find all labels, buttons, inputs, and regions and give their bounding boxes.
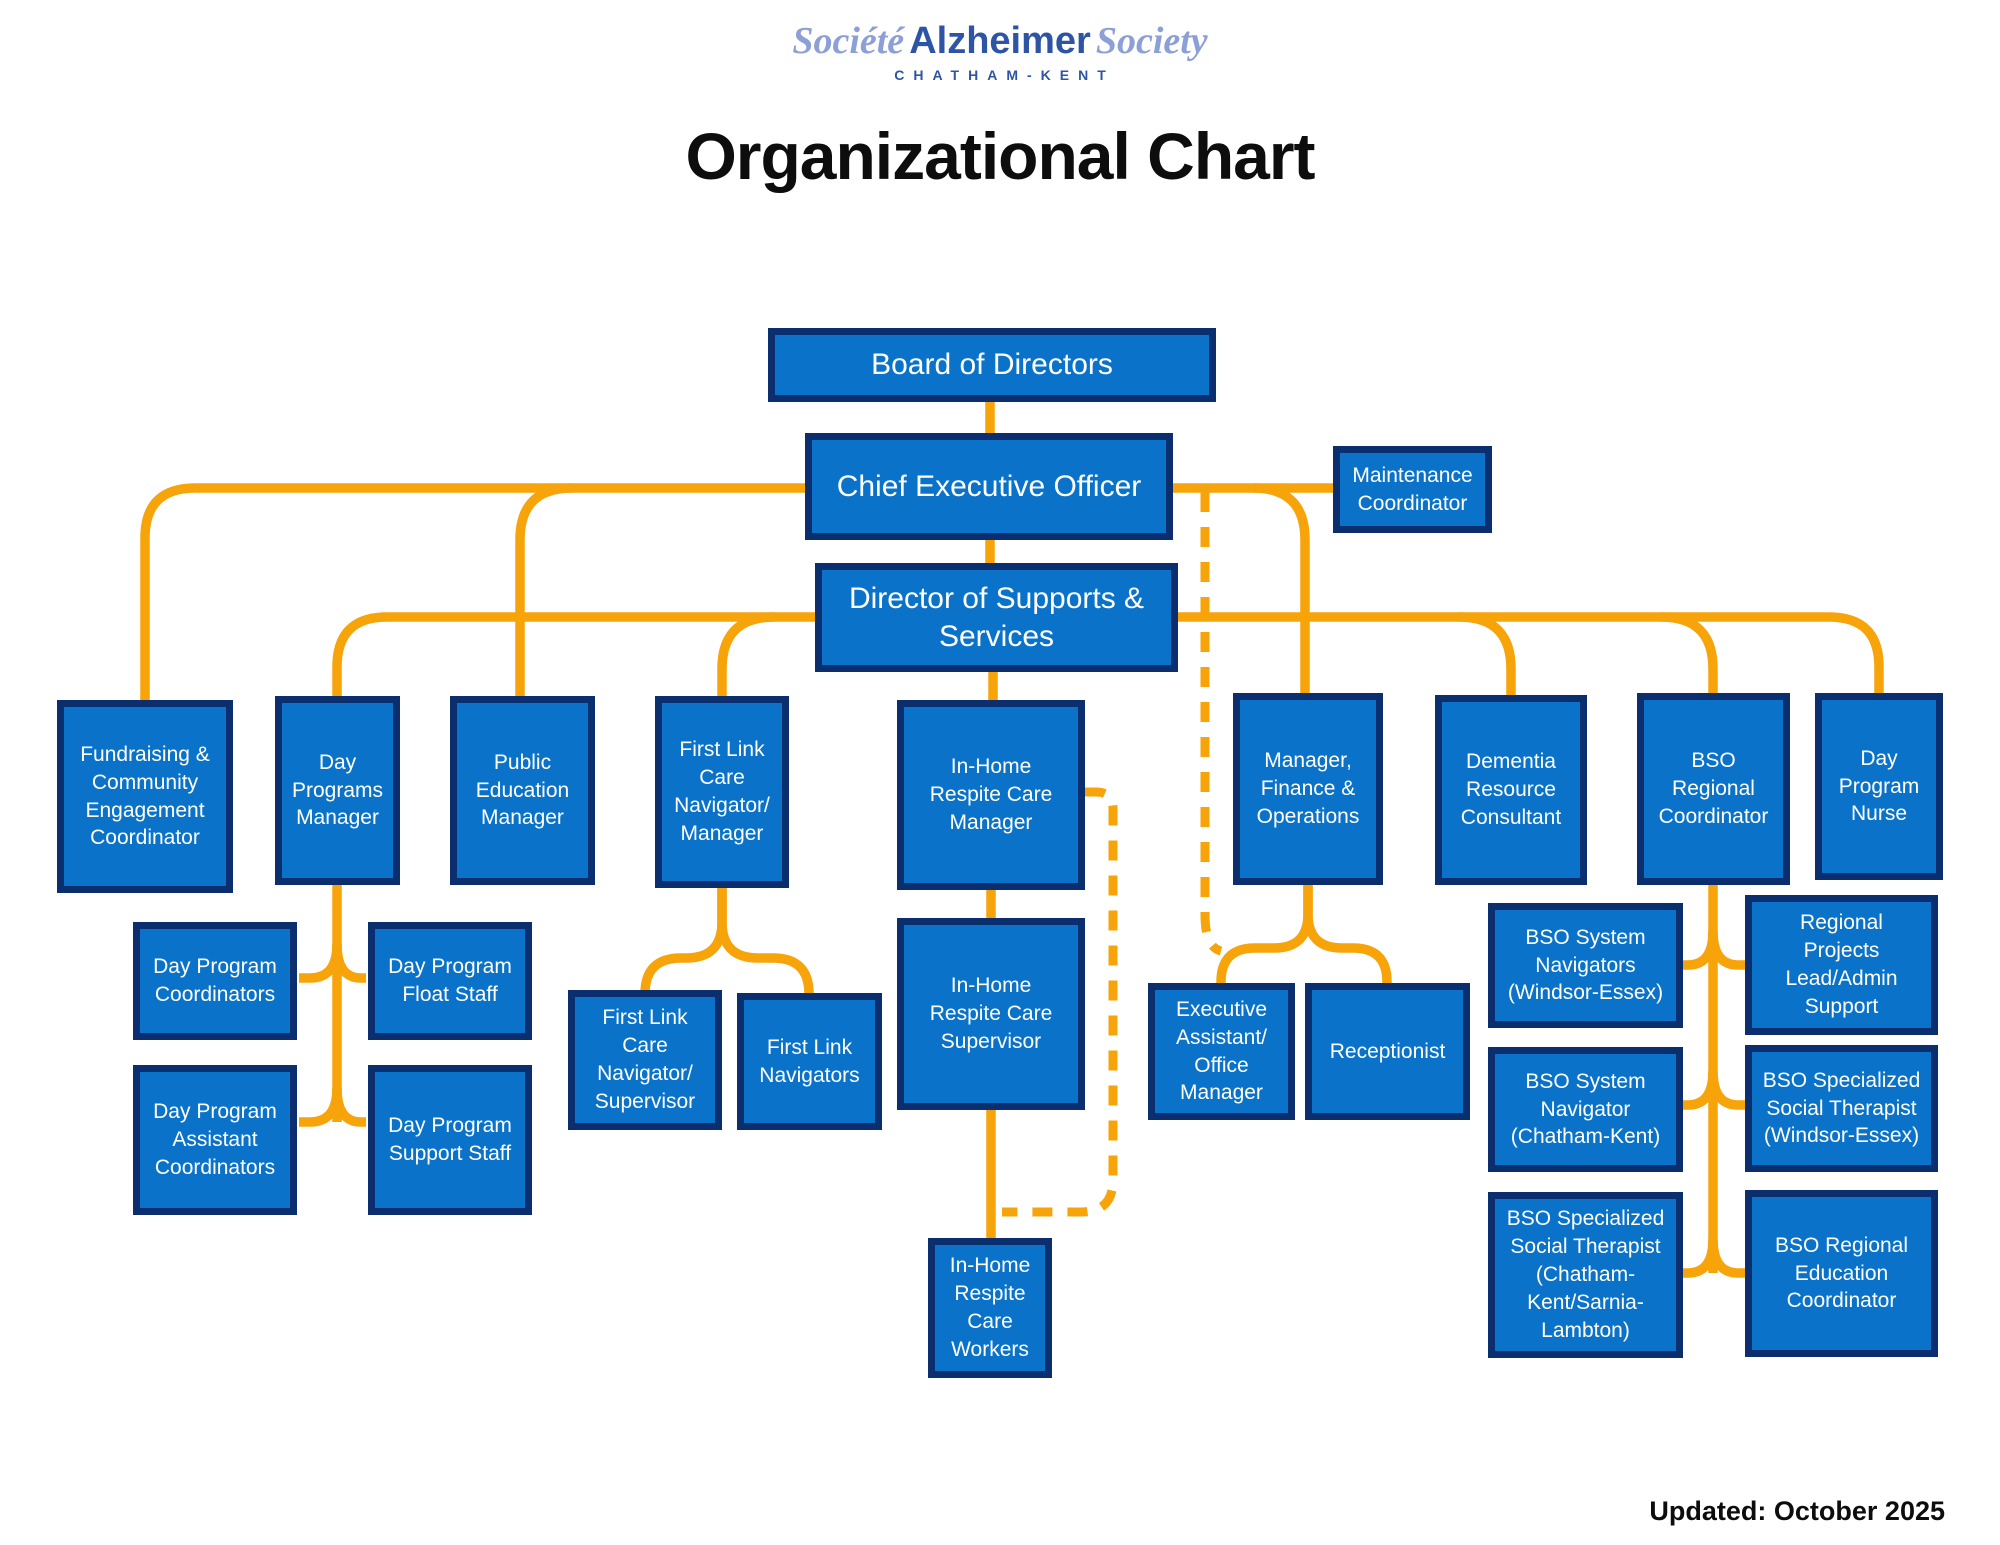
org-node-dementia-resource-consultant: Dementia Resource Consultant [1435, 695, 1587, 885]
connector-director-day-programs [332, 612, 818, 698]
connector-director-first-link [717, 612, 775, 698]
org-node-label: First Link Navigators [759, 1035, 860, 1087]
org-node-label: Day Programs Manager [292, 750, 384, 830]
org-node-first-link-navigators: First Link Navigators [737, 993, 882, 1130]
logo-subtitle: CHATHAM-KENT [894, 67, 1115, 83]
org-node-first-link-care-navigator-manager: First Link Care Navigator/ Manager [655, 696, 789, 888]
org-node-label: BSO Regional Coordinator [1658, 749, 1769, 828]
org-node-label: Day Program Assistant Coordinators [153, 1100, 277, 1179]
connector-director-dementia [1458, 612, 1516, 698]
org-node-label: BSO System Navigators (Windsor-Essex) [1507, 925, 1664, 1005]
org-node-label: Dementia Resource Consultant [1460, 750, 1562, 829]
org-node-label: Day Program Float Staff [388, 955, 512, 1006]
org-node-day-program-coordinators: Day Program Coordinators [133, 922, 297, 1040]
org-node-label: Board of Directors [871, 348, 1113, 382]
connector-day-programs-arm1-left [299, 943, 342, 983]
org-node-label: Fundraising & Community Engagement Coord… [80, 742, 210, 850]
connector-first-link-y-left [640, 885, 727, 995]
org-node-label: First Link Care Navigator/ Supervisor [594, 1006, 696, 1113]
org-node-chief-executive-officer: Chief Executive Officer [805, 433, 1173, 540]
logo-word-society: Society [1095, 20, 1208, 62]
connector-bso-arm1-right [1708, 930, 1747, 970]
connector-bso-arm3-right [1708, 1238, 1747, 1278]
logo-word-alzheimer: Alzheimer [909, 20, 1091, 62]
connector-director-bso [1660, 612, 1718, 696]
connector-bso-arm2-right [1708, 1070, 1747, 1110]
org-node-board-of-directors: Board of Directors [768, 328, 1216, 402]
connector-bso-arm1-left [1681, 930, 1718, 970]
connector-day-programs-arm2-left [299, 1087, 342, 1127]
org-node-maintenance-coordinator: Maintenance Coordinator [1333, 446, 1492, 533]
org-node-fundraising-coordinator: Fundraising & Community Engagement Coord… [57, 700, 233, 893]
org-node-label: BSO Regional Education Coordinator [1774, 1233, 1909, 1313]
connector-day-programs-arm2-right [332, 1087, 366, 1127]
connector-dashed-in-home [1002, 787, 1118, 1217]
org-node-label: Regional Projects Lead/Admin Support [1785, 911, 1898, 1018]
org-node-bso-regional-coordinator: BSO Regional Coordinator [1637, 693, 1790, 885]
org-node-bso-specialized-social-therapist-chatham-kent-sarnia-lambton: BSO Specialized Social Therapist (Chatha… [1488, 1192, 1683, 1358]
org-node-public-education-manager: Public Education Manager [450, 696, 595, 885]
connector-finance-y-right [1303, 885, 1392, 985]
connector-finance-y-left [1216, 885, 1313, 985]
org-node-label: In-Home Respite Care Supervisor [929, 974, 1053, 1053]
connector-director-nurse [1175, 612, 1884, 696]
org-node-label: BSO System Navigator (Chatham-Kent) [1510, 1069, 1661, 1149]
org-node-label: Receptionist [1329, 1039, 1446, 1063]
org-node-bso-regional-education-coordinator: BSO Regional Education Coordinator [1745, 1190, 1938, 1357]
org-node-first-link-care-navigator-supervisor: First Link Care Navigator/ Supervisor [568, 990, 722, 1130]
org-node-label: First Link Care Navigator/ Manager [674, 738, 770, 845]
page-title: Organizational Chart [685, 119, 1315, 193]
connector-bso-arm2-left [1681, 1070, 1718, 1110]
org-node-receptionist: Receptionist [1305, 983, 1470, 1120]
org-node-label: Maintenance Coordinator [1352, 463, 1473, 515]
org-node-label: Day Program Coordinators [153, 955, 277, 1006]
updated-date: Updated: October 2025 [1649, 1496, 1945, 1526]
org-node-label: Day Program Support Staff [388, 1114, 512, 1165]
org-node-day-program-support-staff: Day Program Support Staff [368, 1065, 532, 1215]
org-node-label: In-Home Respite Care Workers [949, 1254, 1031, 1361]
org-node-label: Public Education Manager [475, 750, 570, 830]
connector-dashed-ceo-exec [1200, 492, 1223, 956]
connector-bso-arm3-left [1681, 1238, 1718, 1278]
connector-ceo-manager-finance [1252, 483, 1310, 696]
org-node-bso-system-navigator-chatham-kent: BSO System Navigator (Chatham-Kent) [1488, 1047, 1683, 1172]
org-node-regional-projects-lead-admin-support: Regional Projects Lead/Admin Support [1745, 895, 1938, 1035]
org-node-label: In-Home Respite Care Manager [929, 755, 1053, 834]
org-node-label: BSO Specialized Social Therapist (Windso… [1762, 1068, 1921, 1148]
org-node-day-programs-manager: Day Programs Manager [275, 696, 400, 885]
connector-first-link-y-right [717, 885, 814, 995]
org-node-day-program-assistant-coordinators: Day Program Assistant Coordinators [133, 1065, 297, 1215]
org-node-bso-system-navigators-windsor-essex: BSO System Navigators (Windsor-Essex) [1488, 903, 1683, 1028]
org-node-bso-specialized-social-therapist-windsor-essex: BSO Specialized Social Therapist (Windso… [1745, 1045, 1938, 1172]
connector-day-programs-arm1-right [332, 943, 366, 983]
org-node-label: Chief Executive Officer [836, 469, 1142, 503]
org-node-label: Director of Supports & Services [848, 582, 1145, 653]
org-node-day-program-float-staff: Day Program Float Staff [368, 922, 532, 1040]
org-node-label: BSO Specialized Social Therapist (Chatha… [1506, 1207, 1665, 1342]
org-node-day-program-nurse: Day Program Nurse [1815, 693, 1943, 880]
org-node-in-home-respite-care-workers: In-Home Respite Care Workers [928, 1238, 1052, 1378]
org-node-in-home-respite-care-supervisor: In-Home Respite Care Supervisor [897, 918, 1085, 1110]
connector-ceo-public-education [515, 483, 573, 698]
logo-word-societe: Société [792, 20, 905, 62]
org-node-label: Executive Assistant/ Office Manager [1175, 997, 1268, 1105]
org-node-director-supports-services: Director of Supports & Services [815, 563, 1178, 672]
org-node-manager-finance-operations: Manager, Finance & Operations [1233, 693, 1383, 885]
org-node-in-home-respite-care-manager: In-Home Respite Care Manager [897, 700, 1085, 890]
org-node-label: Day Program Nurse [1838, 746, 1920, 826]
org-node-executive-assistant-office-manager: Executive Assistant/ Office Manager [1148, 983, 1295, 1120]
org-node-label: Manager, Finance & Operations [1256, 749, 1360, 828]
connector-ceo-fundraising [140, 483, 808, 702]
